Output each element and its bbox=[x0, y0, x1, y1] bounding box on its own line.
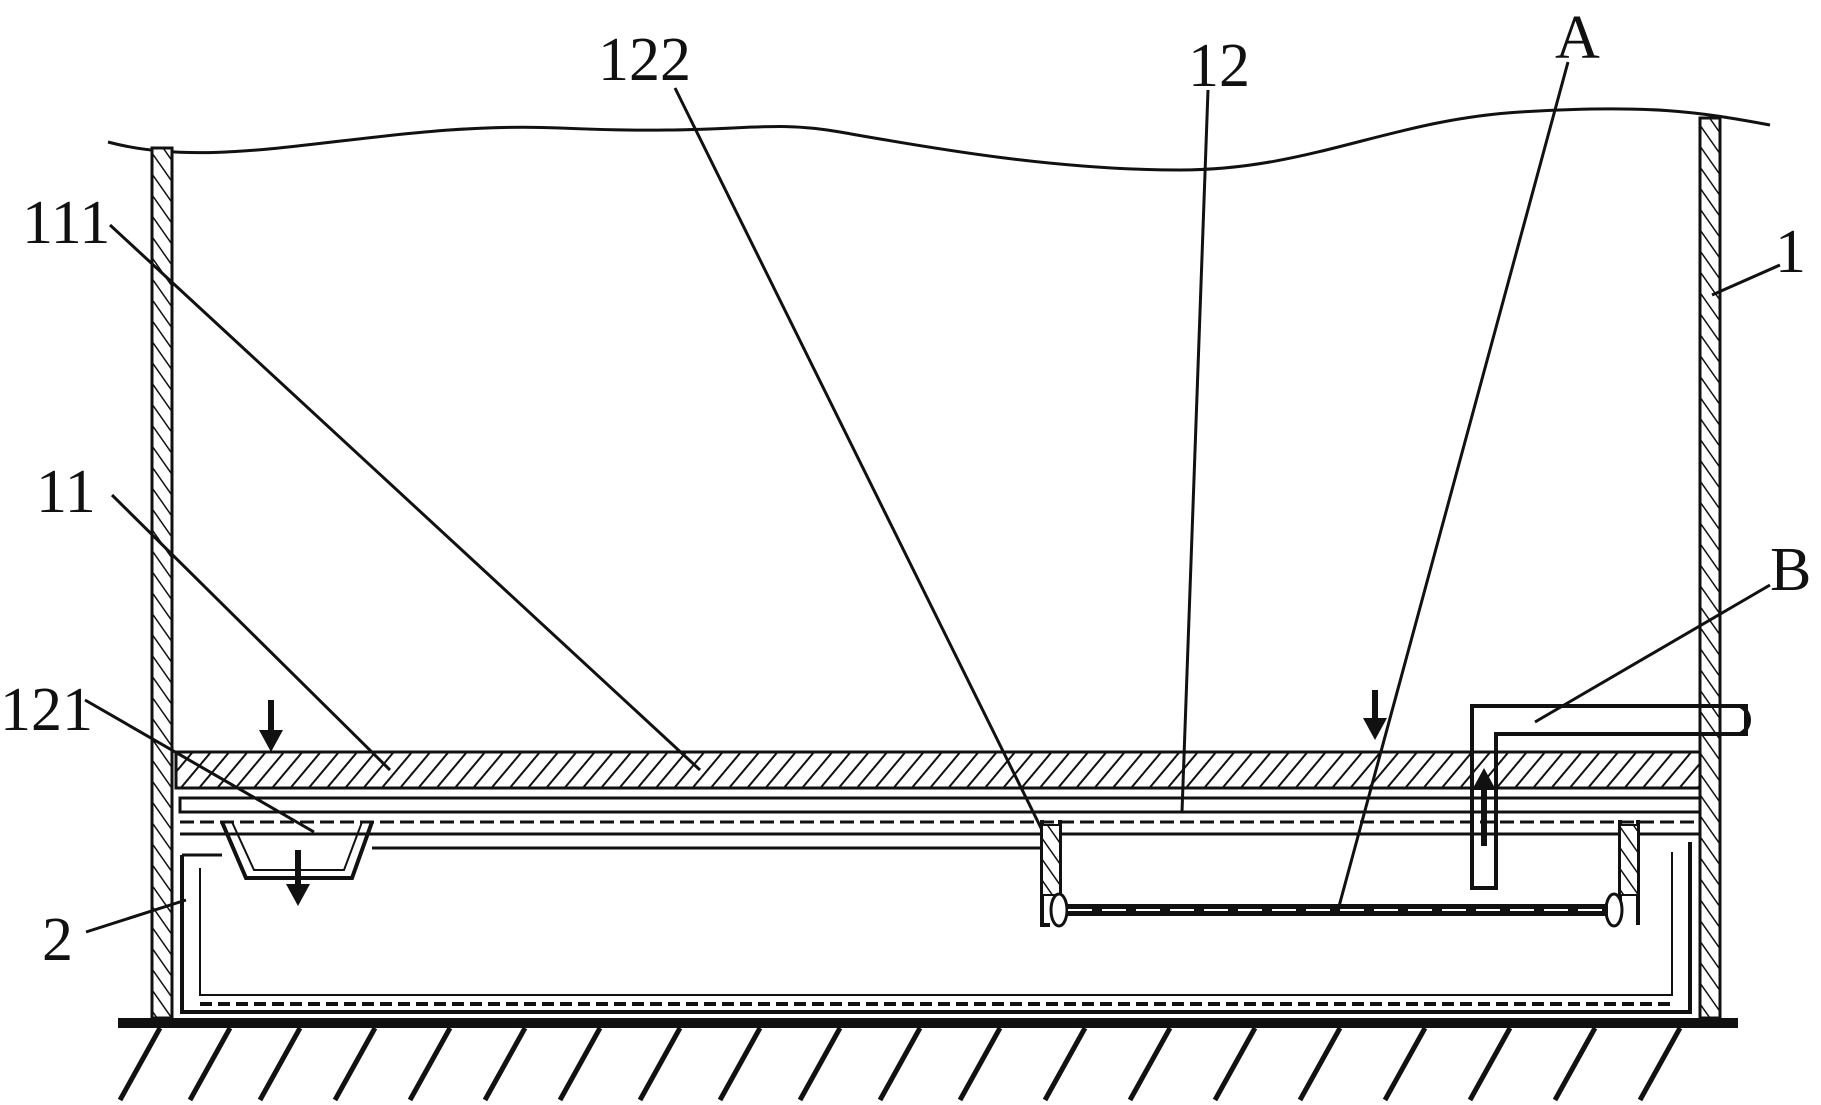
arrow-down-left bbox=[259, 700, 283, 752]
break-line-top bbox=[107, 107, 1771, 172]
label-B: B bbox=[1770, 536, 1811, 604]
roller-right bbox=[1604, 892, 1624, 928]
leader-B bbox=[1534, 583, 1771, 724]
label-12: 12 bbox=[1188, 32, 1250, 100]
right-outer-wall bbox=[1698, 116, 1722, 1020]
leader-121 bbox=[84, 698, 315, 834]
leader-1 bbox=[1711, 263, 1781, 297]
arrow-down-right bbox=[1363, 690, 1387, 740]
roller-left bbox=[1049, 892, 1069, 928]
label-121: 121 bbox=[0, 676, 93, 744]
leader-2 bbox=[85, 898, 187, 934]
label-1: 1 bbox=[1775, 218, 1806, 286]
bracket-B-cap bbox=[1738, 704, 1751, 736]
leader-122 bbox=[673, 87, 1044, 831]
leader-12 bbox=[1180, 89, 1210, 813]
trough-right-hatch bbox=[1619, 824, 1639, 896]
trough-left-hatch bbox=[1041, 824, 1061, 896]
leader-A bbox=[1336, 61, 1570, 911]
label-122: 122 bbox=[598, 26, 691, 94]
bracket-B bbox=[1470, 704, 1748, 890]
arrow-down-outlet bbox=[286, 850, 310, 906]
inner-tray-inner bbox=[199, 852, 1673, 996]
hatched-panel bbox=[174, 750, 1702, 790]
label-111: 111 bbox=[22, 189, 110, 257]
ground-hatching bbox=[117, 1026, 1683, 1102]
label-2: 2 bbox=[42, 906, 73, 974]
inner-tray bbox=[180, 842, 1692, 1014]
ground-line bbox=[118, 1018, 1738, 1028]
belt-A bbox=[1066, 904, 1608, 916]
label-11: 11 bbox=[36, 458, 96, 526]
arrow-up-bracket bbox=[1472, 768, 1496, 846]
label-A: A bbox=[1555, 4, 1600, 72]
lower-plate bbox=[178, 796, 1702, 814]
leader-111 bbox=[108, 223, 702, 772]
leader-11 bbox=[110, 493, 392, 772]
